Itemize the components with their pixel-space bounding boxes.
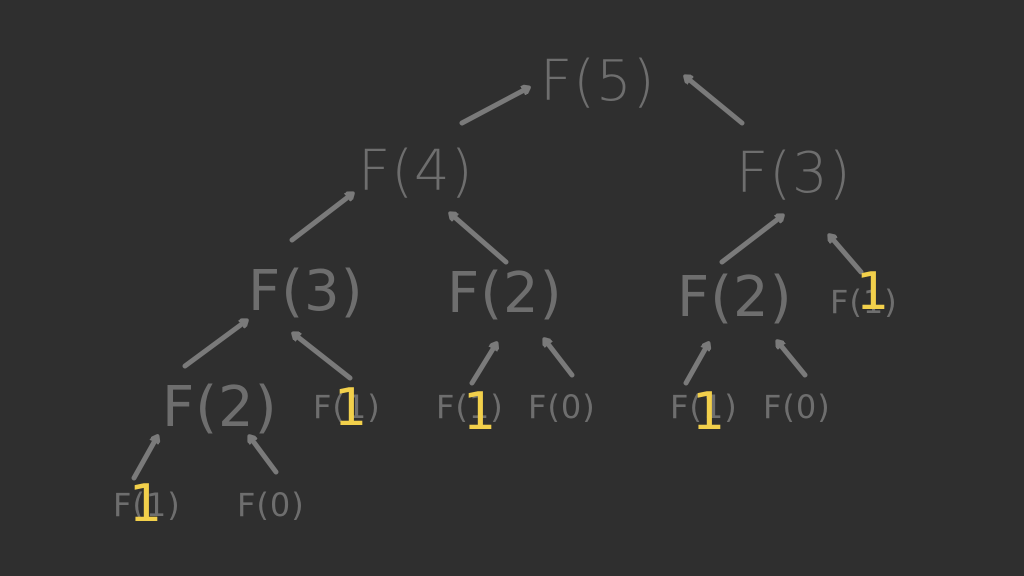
node-f4: F(4): [358, 139, 474, 204]
edge-f1b-to-f2b: [469, 344, 496, 386]
edge-f0b-to-f2b: [545, 340, 575, 378]
edge-f2c-to-f3r: [719, 216, 782, 265]
node-f0-under-f2-middle: F(0): [528, 388, 596, 426]
edge-f1c-to-f2c: [683, 344, 708, 386]
edge-f1r-to-f3r: [830, 236, 864, 275]
base-case-value-under-f2-right: 1: [692, 382, 726, 442]
edge-f4-to-f5: [459, 88, 528, 126]
node-f0-under-f2-right: F(0): [763, 388, 831, 426]
node-f3-left: F(3): [248, 259, 364, 324]
edge-f1a-to-f3: [294, 334, 353, 381]
node-f5: F(5): [540, 49, 656, 114]
base-case-value-under-f3: 1: [334, 378, 368, 438]
edge-f0d-to-f2a: [250, 437, 279, 475]
node-f2-left: F(2): [162, 375, 278, 440]
base-case-value-bottom: 1: [129, 474, 163, 534]
node-f2-middle: F(2): [447, 261, 563, 326]
edge-f3-to-f4: [289, 194, 352, 243]
edge-f2a-to-f3: [182, 321, 246, 369]
node-f1-under-f2-right: F(1): [670, 388, 738, 426]
base-case-value-right: 1: [856, 262, 890, 322]
node-f0-bottom: F(0): [237, 486, 305, 524]
edge-f1d-to-f2a: [131, 437, 157, 481]
node-f1-right-leaf: F(1): [830, 283, 898, 321]
node-f1-bottom: F(1): [113, 486, 181, 524]
edge-f3r-to-f5: [686, 77, 745, 126]
node-f2-right: F(2): [677, 265, 793, 330]
node-f1-under-f2-middle: F(1): [436, 388, 504, 426]
node-f3-right: F(3): [736, 141, 852, 206]
base-case-value-under-f2-middle: 1: [463, 382, 497, 442]
edge-f2b-to-f4: [451, 214, 509, 265]
edge-f0c-to-f2c: [778, 342, 808, 378]
node-f1-under-f3: F(1): [313, 388, 381, 426]
